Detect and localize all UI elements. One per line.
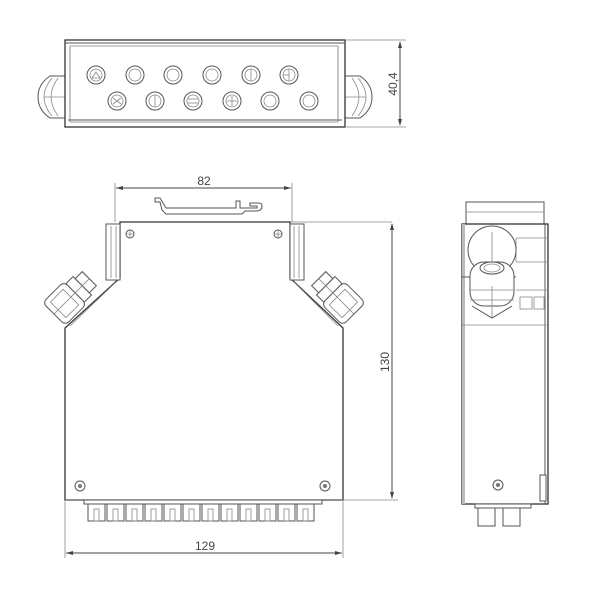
dimension-width-front: 129 <box>64 500 344 558</box>
dimension-label-82: 82 <box>197 174 211 188</box>
side-cable-gland <box>467 225 517 319</box>
screw-icon <box>492 479 504 491</box>
bottom-connectors <box>87 503 315 522</box>
side-bottom-connectors <box>474 503 532 527</box>
dimension-label-40-4: 40,4 <box>386 72 400 96</box>
side-view <box>461 201 549 527</box>
dimension-height-top: 40,4 <box>345 39 406 128</box>
top-left-cable-gland <box>37 75 65 119</box>
front-left-cable-gland <box>44 270 98 324</box>
screw-icon <box>74 480 86 492</box>
dimension-din-rail: 82 <box>114 174 293 222</box>
screw-icon <box>125 229 135 239</box>
top-view-body <box>64 39 346 128</box>
front-right-cable-gland <box>310 270 364 324</box>
din-rail-clip <box>154 197 263 215</box>
mounting-screws <box>74 229 331 492</box>
front-view: 82 <box>44 174 398 558</box>
top-ports-row-1 <box>86 65 299 85</box>
dimension-label-130: 130 <box>378 352 392 372</box>
screw-icon <box>319 480 331 492</box>
dimension-height-front: 130 <box>343 223 398 501</box>
top-ports-row-2 <box>107 91 319 111</box>
top-right-cable-gland <box>345 75 373 119</box>
dimension-label-129: 129 <box>195 539 215 553</box>
top-view: 40,4 <box>37 39 406 128</box>
screw-icon <box>273 229 283 239</box>
